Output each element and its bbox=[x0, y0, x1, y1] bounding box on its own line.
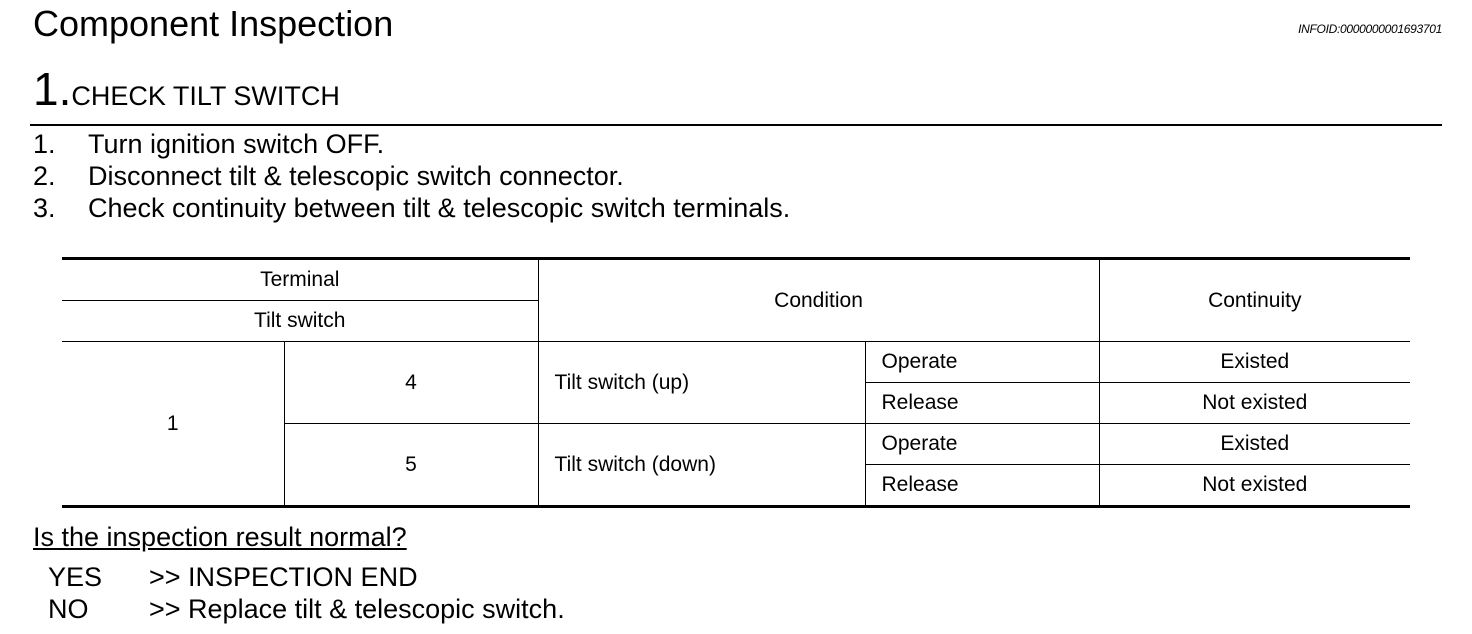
table-row: 5 Tilt switch (down) Operate Existed bbox=[62, 423, 1411, 507]
procedure-step-number: 2. bbox=[33, 161, 56, 191]
table-row: 1 4 Tilt switch (up) Operate Existed bbox=[62, 341, 1411, 507]
procedure-step-text: Check continuity between tilt & telescop… bbox=[88, 193, 791, 223]
answer-key: NO bbox=[48, 594, 89, 624]
answer-text: >> Replace tilt & telescopic switch. bbox=[149, 594, 565, 624]
continuity-cell: Existed bbox=[1098, 423, 1411, 465]
page-title: Component Inspection bbox=[33, 3, 394, 44]
header-tilt-switch: Tilt switch bbox=[62, 300, 539, 342]
state-cell: Release bbox=[865, 464, 1100, 507]
terminal-cell: 4 bbox=[283, 341, 539, 424]
inspection-question: Is the inspection result normal? bbox=[33, 522, 407, 552]
common-terminal-cell: 1 bbox=[62, 341, 285, 507]
answer-list: YES >> INSPECTION END NO >> Replace tilt… bbox=[48, 561, 565, 625]
state-cell: Operate bbox=[864, 341, 1100, 383]
answer-text: >> INSPECTION END bbox=[149, 562, 418, 592]
continuity-table-container: Terminal Condition Continuity Tilt switc… bbox=[62, 257, 1411, 508]
procedure-step: 1. Turn ignition switch OFF. bbox=[33, 128, 790, 160]
step-number: 1. bbox=[33, 63, 72, 115]
state-cell: Operate bbox=[864, 423, 1100, 465]
header-terminal: Terminal bbox=[62, 258, 539, 301]
procedure-step: 2. Disconnect tilt & telescopic switch c… bbox=[33, 160, 790, 192]
condition-cell: Tilt switch (up) bbox=[537, 341, 866, 424]
terminal-cell: 5 bbox=[284, 423, 539, 507]
procedure-step-number: 3. bbox=[33, 193, 56, 223]
procedure-step-text: Disconnect tilt & telescopic switch conn… bbox=[88, 161, 624, 191]
header-condition: Condition bbox=[537, 258, 1100, 342]
continuity-cell: Existed bbox=[1098, 341, 1411, 383]
continuity-cell: Not existed bbox=[1098, 382, 1411, 424]
table-row: Release Not existed bbox=[62, 382, 1411, 424]
procedure-step-text: Turn ignition switch OFF. bbox=[88, 129, 385, 159]
procedure-step: 3. Check continuity between tilt & teles… bbox=[33, 192, 790, 224]
answer-yes: YES >> INSPECTION END bbox=[48, 561, 565, 593]
step-title: CHECK TILT SWITCH bbox=[71, 81, 340, 111]
table-header-row: Terminal Condition Continuity bbox=[62, 258, 1411, 342]
state-cell: Release bbox=[865, 382, 1100, 424]
step-heading: 1.CHECK TILT SWITCH bbox=[33, 62, 340, 125]
section-divider bbox=[30, 124, 1442, 126]
procedure-list: 1. Turn ignition switch OFF. 2. Disconne… bbox=[33, 128, 790, 224]
header-continuity: Continuity bbox=[1098, 258, 1411, 342]
condition-cell: Tilt switch (down) bbox=[537, 423, 866, 507]
answer-no: NO >> Replace tilt & telescopic switch. bbox=[48, 593, 565, 625]
table-header-row: Tilt switch bbox=[62, 300, 1410, 342]
continuity-table: Terminal Condition Continuity Tilt switc… bbox=[62, 257, 1411, 508]
continuity-cell: Not existed bbox=[1098, 464, 1411, 507]
table-row: Release Not existed bbox=[62, 464, 1411, 507]
answer-key: YES bbox=[48, 562, 103, 592]
procedure-step-number: 1. bbox=[33, 129, 56, 159]
info-id: INFOID:0000000001693701 bbox=[1298, 22, 1442, 36]
